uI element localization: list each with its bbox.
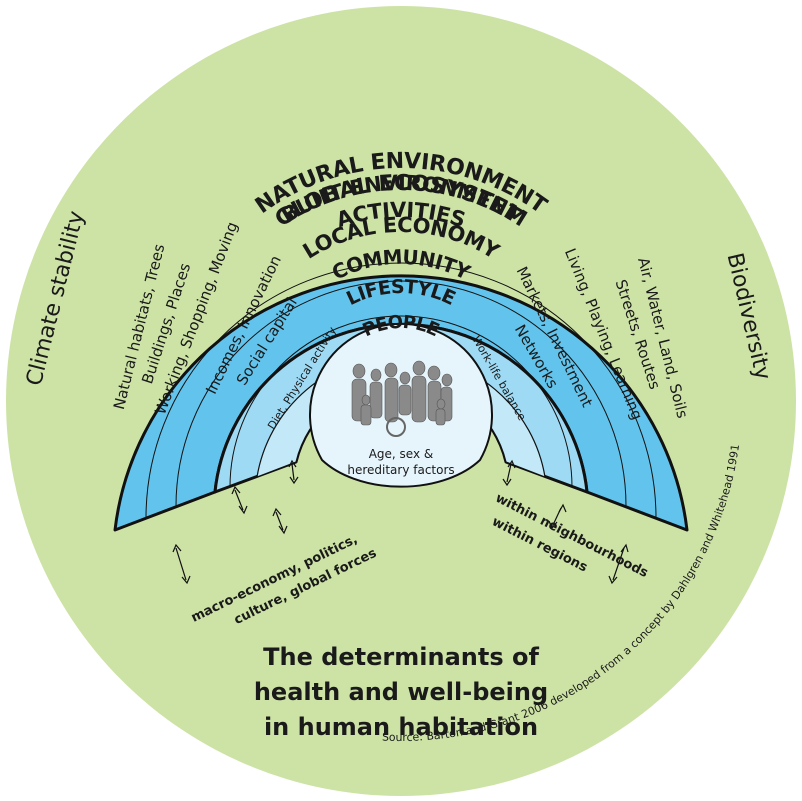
title-line3: in human habitation (264, 713, 538, 741)
core-text-line1: Age, sex & (369, 447, 434, 461)
title-line1: The determinants of (263, 643, 539, 671)
separator-economy (229, 315, 573, 488)
title-line2: health and well-being (254, 678, 548, 706)
people-silhouettes (351, 360, 453, 437)
influence-arrows (172, 459, 629, 585)
core-text-line2: hereditary factors (347, 463, 454, 477)
separator-natural (145, 262, 657, 519)
separator-built (175, 280, 627, 507)
